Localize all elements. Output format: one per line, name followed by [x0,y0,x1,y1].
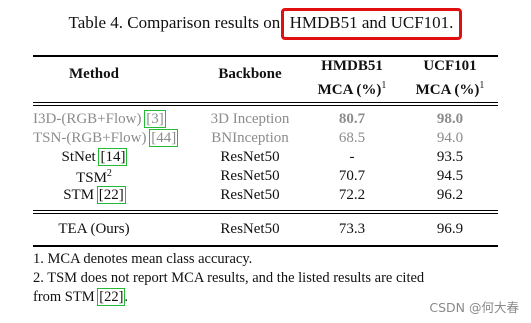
table-row-backbone: ResNet50 [220,168,280,184]
table-row-method: TSM2 [76,168,112,186]
header-rule [33,102,498,103]
footnote-2-cont: from STM [22]. [33,288,129,306]
header-ucf101-name: UCF101 [423,58,477,74]
separator-rule [33,210,498,211]
footnote-2: 2. TSM does not report MCA results, and … [33,270,425,286]
header-hmdb51: HMDB51 MCA (%)1 [306,57,398,100]
table-row-hmdb51: 80.7 [338,111,366,127]
table-row-backbone: ResNet50 [220,149,280,165]
header-hmdb51-metric: MCA (%)1 [317,80,387,98]
table-row-method: StNet [14] [61,148,128,166]
table-row-ucf101: 96.2 [436,187,464,203]
top-rule [33,55,498,57]
ours-row-backbone: ResNet50 [220,221,280,237]
table-row-backbone: 3D Inception [210,111,290,127]
table-row-ucf101: 94.0 [436,130,464,146]
table-row-method: TSN-(RGB+Flow) [44] [33,129,179,147]
citation-link[interactable]: [44] [149,129,179,147]
header-backbone: Backbone [218,66,282,82]
header-rule-2 [33,105,498,106]
header-method: Method [69,66,119,82]
csdn-watermark: CSDN @何大春 [429,300,519,315]
table-caption: Table 4. Comparison results on HMDB51 an… [0,8,531,40]
header-hmdb51-name: HMDB51 [321,58,383,74]
ours-row-ucf101: 96.9 [436,221,464,237]
citation-link[interactable]: [3] [144,110,166,128]
caption-prefix: Table 4. Comparison results on [68,13,285,32]
table-row-hmdb51: - [349,149,355,165]
footnote-1: 1. MCA denotes mean class accuracy. [33,251,253,267]
table-row-ucf101: 98.0 [436,111,464,127]
caption-highlight-box: HMDB51 and UCF101. [280,8,463,40]
header-ucf101-metric: MCA (%)1 [415,80,485,98]
table-row-backbone: ResNet50 [220,187,280,203]
citation-link[interactable]: [22] [97,288,126,306]
table-row-hmdb51: 72.2 [338,187,366,203]
citation-link[interactable]: [14] [98,148,128,166]
bottom-rule [33,245,498,247]
separator-rule-2 [33,213,498,214]
table-row-backbone: BNInception [211,130,289,146]
table-row-hmdb51: 68.5 [338,130,366,146]
table-row-ucf101: 94.5 [436,168,464,184]
table-row-method: I3D-(RGB+Flow) [3] [33,110,166,128]
header-ucf101: UCF101 MCA (%)1 [405,57,495,100]
citation-link[interactable]: [22] [96,186,126,204]
table-row-method: STM [22] [63,186,126,204]
ours-row-method: TEA (Ours) [58,221,130,237]
table-row-ucf101: 93.5 [436,149,464,165]
ours-row-hmdb51: 73.3 [338,221,366,237]
table-row-hmdb51: 70.7 [338,168,366,184]
